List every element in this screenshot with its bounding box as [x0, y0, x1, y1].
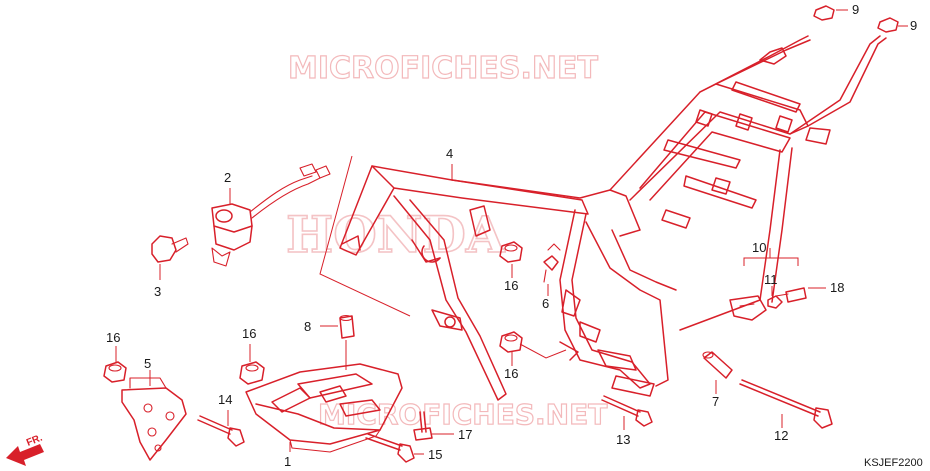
skid-plate[interactable]	[245, 363, 403, 453]
stud-6[interactable]	[543, 243, 561, 283]
nut-16-middle[interactable]	[239, 361, 265, 385]
bolt-18[interactable]	[775, 287, 807, 303]
bolt-14[interactable]	[197, 415, 245, 447]
callout-8: 8	[304, 319, 311, 334]
callout-16-lower-right: 16	[504, 366, 518, 381]
callout-18: 18	[830, 280, 844, 295]
callout-10: 10	[752, 240, 766, 255]
diagram-code: KSJEF2200	[864, 457, 923, 469]
callout-16-middle: 16	[242, 326, 256, 341]
callout-5: 5	[144, 356, 151, 371]
callout-6: 6	[542, 296, 549, 311]
cap-9-left[interactable]	[813, 5, 835, 21]
callout-12: 12	[774, 428, 788, 443]
bracket-10[interactable]	[729, 295, 767, 321]
callout-1: 1	[284, 454, 291, 469]
callout-13: 13	[616, 432, 630, 447]
callout-2: 2	[224, 170, 231, 185]
callout-16-left: 16	[106, 330, 120, 345]
engine-hanger-bracket[interactable]	[121, 377, 187, 461]
frame-body[interactable]	[339, 35, 887, 401]
callout-3: 3	[154, 284, 161, 299]
callout-17: 17	[458, 427, 472, 442]
key[interactable]	[151, 235, 189, 263]
nut-16-upper-right[interactable]	[499, 241, 523, 263]
callout-7: 7	[712, 394, 719, 409]
watermark-center: HONDA	[286, 205, 506, 264]
watermark-top: MICROFICHES.NET	[288, 51, 599, 86]
bolt-13[interactable]	[601, 395, 653, 427]
callout-16-upper-right: 16	[504, 278, 518, 293]
front-direction-label: FR.	[25, 432, 44, 448]
callout-4: 4	[446, 146, 453, 161]
callout-11: 11	[764, 272, 778, 287]
callout-15: 15	[428, 447, 442, 462]
collar-8[interactable]	[339, 314, 355, 339]
cap-9-right[interactable]	[877, 17, 899, 33]
watermark-bottom: MICROFICHES.NET	[318, 398, 607, 431]
callout-9-left: 9	[852, 2, 859, 17]
bolt-17[interactable]	[413, 411, 433, 441]
collar-7[interactable]	[702, 351, 733, 379]
ignition-switch[interactable]	[211, 163, 331, 267]
nut-16-left[interactable]	[103, 361, 127, 383]
bolt-11[interactable]	[767, 295, 783, 309]
front-direction-arrow: FR.	[6, 432, 44, 466]
bolt-15[interactable]	[365, 433, 415, 463]
callout-9-right: 9	[910, 18, 917, 33]
nut-16-lower-right[interactable]	[499, 331, 523, 353]
bolt-12[interactable]	[739, 379, 833, 429]
callout-14: 14	[218, 392, 232, 407]
